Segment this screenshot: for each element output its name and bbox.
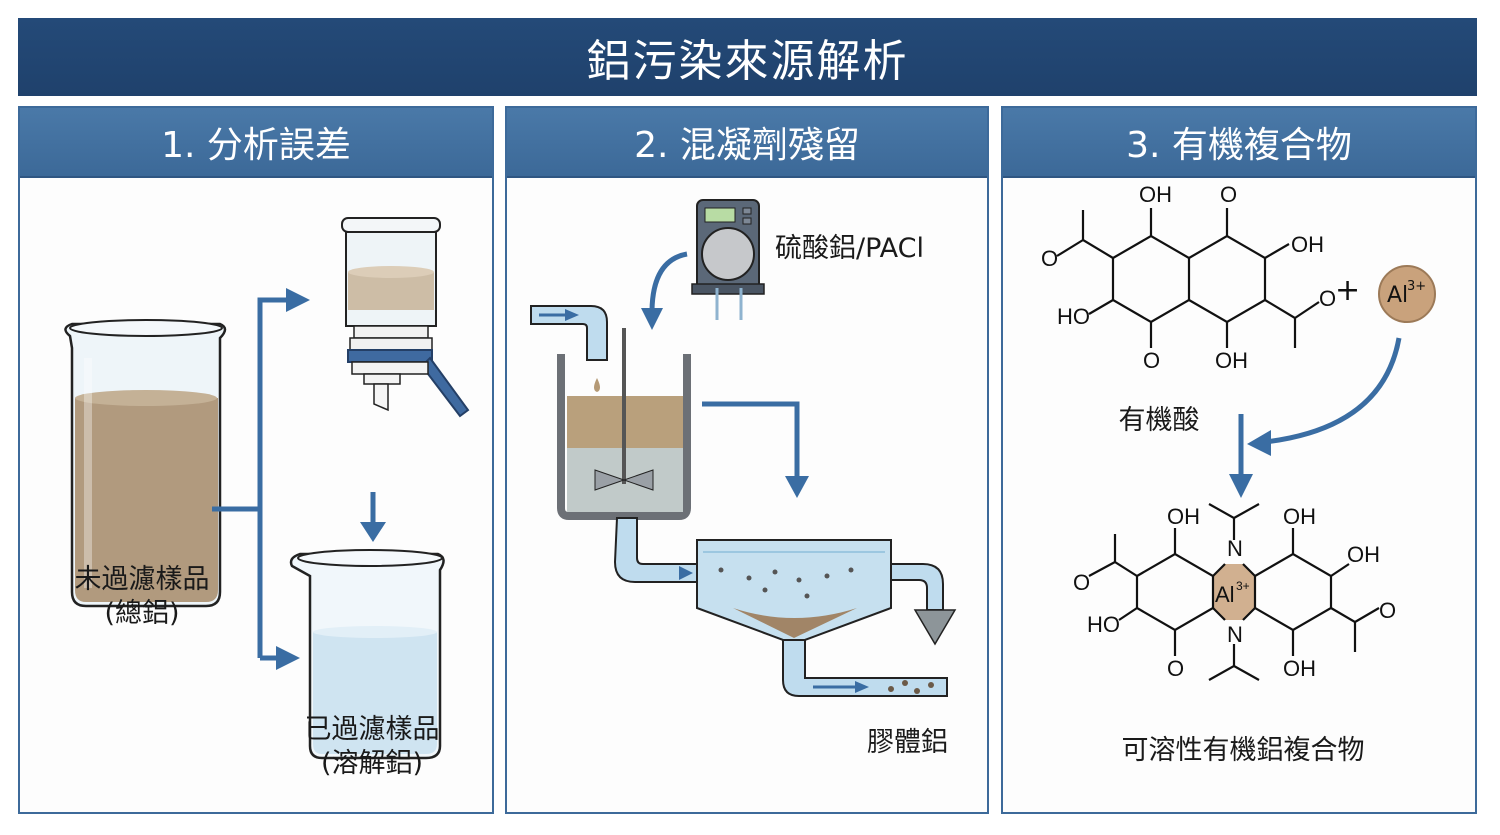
reaction-arrow-head-icon [1229,474,1253,498]
atom-ho: HO [1087,612,1120,637]
arrow-to-filter-icon [286,288,310,312]
atom-o: O [1220,182,1237,207]
plus-sign: + [1335,273,1360,308]
unfiltered-beaker-icon [64,319,227,608]
atom-o: O [1167,656,1184,681]
unfiltered-label-line2: (總鋁) [104,597,180,629]
atom-oh: OH [1167,504,1200,529]
filter-funnel-icon [341,217,470,418]
unfiltered-sample-label: 未過濾樣品 (總鋁) [42,563,242,631]
atom-n: N [1227,622,1243,647]
atom-ho: HO [1057,304,1090,329]
ion-arrow-head-icon [1247,430,1271,456]
complex-al-charge: 3+ [1236,579,1250,593]
unfiltered-label-line1: 未過濾樣品 [74,564,210,595]
colloidal-aluminum-label: 膠體鋁 [867,727,948,758]
arrow-down-icon [360,522,386,542]
aluminum-ion-charge: 3+ [1407,279,1426,294]
aluminum-ion-icon [1378,265,1436,323]
atom-oh: OH [1215,348,1248,373]
atom-oh: OH [1283,656,1316,681]
filtered-label-line1: 已過濾樣品 [304,714,440,745]
panel-organic-complex: 3. 有機複合物 OH O OH O O HO O OH + Al 3+ [1001,106,1477,814]
filtered-sample-label: 已過濾樣品 (溶解鋁) [272,713,472,781]
split-arrows [212,297,376,661]
flow-arrow-head-icon [785,476,809,498]
filtration-diagram [64,217,470,760]
overflow-arrow-icon [913,609,957,646]
atom-oh: OH [1283,504,1316,529]
panel-header: 3. 有機複合物 [1003,108,1475,178]
atom-oh: OH [1347,542,1380,567]
aluminum-ion-symbol: Al [1387,283,1408,308]
complex-al-symbol: Al [1215,582,1235,607]
coagulation-diagram [530,199,957,697]
complex-structure [1088,503,1380,681]
panel-coagulant-residue: 2. 混凝劑殘留 [505,106,989,814]
arrow-to-filtered-beaker-icon [276,646,300,670]
panel-header: 1. 分析誤差 [20,108,492,178]
flow-arrow [702,401,800,478]
mixing-tank-icon [557,328,691,520]
atom-o: O [1319,286,1336,311]
ion-arrow [1264,337,1402,445]
dose-arrow [649,251,688,311]
atom-o: O [1379,598,1396,623]
atom-n: N [1227,536,1243,561]
atom-o: O [1143,348,1160,373]
clarifier-icon [696,539,892,646]
complex-label: 可溶性有機鋁複合物 [1121,735,1365,766]
page-title: 鋁污染來源解析 [18,18,1477,96]
atom-oh: OH [1139,182,1172,207]
organic-acid-label: 有機酸 [1118,405,1200,436]
filtered-label-line2: (溶解鋁) [320,747,424,779]
atom-o: O [1041,246,1058,271]
panel-analysis-error: 1. 分析誤差 [18,106,494,814]
dose-arrow-head-icon [641,308,663,330]
filtered-beaker-icon [289,549,445,760]
panel-header: 2. 混凝劑殘留 [507,108,987,178]
coagulant-label: 硫酸鋁/PACl [775,233,925,264]
atom-o: O [1073,570,1090,595]
dosing-pump-icon [691,199,765,320]
organic-acid-structure [1056,208,1320,348]
complexation-diagram: OH O OH O O HO O OH + Al 3+ [1041,182,1436,681]
inlet-pipe-icon [530,305,608,361]
atom-oh: OH [1291,232,1324,257]
